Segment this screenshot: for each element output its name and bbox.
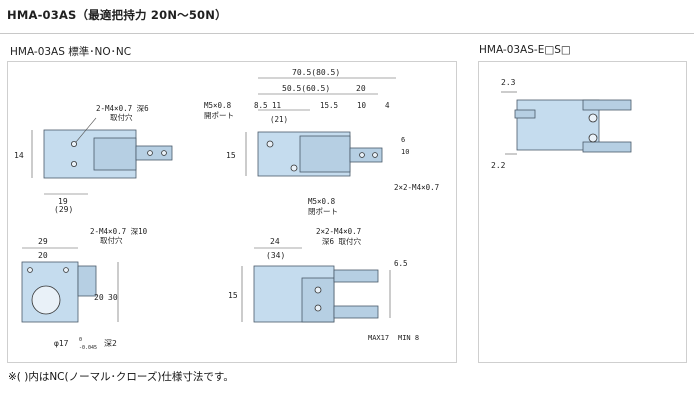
dim-10: 10: [357, 101, 367, 110]
dim-2-2: 2.2: [491, 161, 506, 170]
title-divider: [0, 33, 694, 34]
dim-21: (21): [270, 115, 288, 124]
mount-hole: [71, 161, 78, 168]
dim-total: 70.5(80.5): [292, 68, 340, 77]
dim-24: 24: [270, 237, 280, 246]
label-open-port: M5×0.8: [204, 101, 232, 110]
finger-hole: [147, 150, 153, 156]
dim-20: 20: [356, 84, 366, 93]
front-finger-upper: [333, 269, 379, 283]
dim-15b: 15: [228, 291, 238, 300]
standard-drawings: 14 19 (29) 2-M4×0.7 深6 取付穴 70.5(80.5) 50…: [14, 68, 439, 351]
label-open-sub: 開ポート: [204, 111, 234, 120]
e-option-drawing-panel: 2.3 2.2: [478, 61, 687, 363]
e-finger-lower: [582, 141, 632, 153]
dim-2-3: 2.3: [501, 78, 516, 87]
dim-10b: 10: [401, 148, 409, 156]
label-mount-port: 2-M4×0.7 深6: [96, 104, 149, 113]
e-switch: [514, 109, 536, 119]
view-top: 14 19 (29) 2-M4×0.7 深6 取付穴: [14, 104, 173, 214]
dim-20b: 20: [38, 251, 48, 260]
dim-6: 6: [401, 136, 405, 144]
label-front-screw: 2×2-M4×0.7: [316, 227, 361, 236]
open-port: [266, 140, 274, 148]
dim-8-5: 8.5: [254, 101, 268, 110]
dim-34: (34): [266, 251, 285, 260]
side-jaw: [299, 135, 351, 173]
mount-hole: [71, 141, 78, 148]
left-section-title: HMA-03AS 標準･NO･NC: [10, 46, 132, 58]
finger: [135, 145, 173, 161]
dim-19: 19: [58, 197, 68, 206]
boss: [31, 285, 61, 315]
dim-height: 14: [14, 151, 24, 160]
standard-drawing-panel: 14 19 (29) 2-M4×0.7 深6 取付穴 70.5(80.5) 50…: [7, 61, 457, 363]
label-boss: φ17: [54, 339, 69, 348]
dim-11: 11: [272, 101, 281, 110]
dim-15: 15: [226, 151, 236, 160]
dim-29: (29): [54, 205, 73, 214]
view-e-option: 2.3 2.2: [491, 78, 632, 170]
label-min: MIN 8: [398, 334, 419, 342]
view-front: 24 (34) 15 6.5 2×2-M4×0.7 深6 取付穴 MAX17 M…: [228, 227, 419, 342]
dim-29b: 29: [38, 237, 48, 246]
label-end-port: 2-M4×0.7 深10: [90, 227, 148, 236]
end-jaw: [77, 265, 97, 297]
label-close-port: M5×0.8: [308, 197, 336, 206]
dim-4: 4: [385, 101, 390, 110]
right-section-title: HMA-03AS-E□S□: [479, 44, 571, 56]
label-close-sub: 閉ポート: [308, 207, 338, 216]
label-end-sub: 取付穴: [100, 235, 123, 245]
dim-6-5: 6.5: [394, 259, 408, 268]
label-mount-sub: 取付穴: [110, 112, 133, 122]
dim-15-5: 15.5: [320, 101, 338, 110]
dim-mid: 50.5(60.5): [282, 84, 330, 93]
dim-30: 30: [108, 293, 118, 302]
label-front-sub: 深6 取付穴: [322, 236, 362, 246]
label-finger-screw: 2×2-M4×0.7: [394, 183, 439, 192]
finger-hole: [161, 150, 167, 156]
view-side: 70.5(80.5) 50.5(60.5) 20 8.5 11 (21) 15.…: [204, 68, 439, 216]
label-tol-bot: -0.045: [79, 345, 97, 351]
e-option-drawing: 2.3 2.2: [491, 78, 632, 170]
footnote: ※( )内はNC(ノーマル･クローズ)仕様寸法です。: [8, 371, 234, 383]
label-tol-top: 0: [79, 337, 82, 343]
side-finger: [349, 147, 383, 163]
jaw-block: [93, 137, 137, 171]
front-finger-lower: [333, 305, 379, 319]
e-finger-upper: [582, 99, 632, 111]
dim-20c: 20: [94, 293, 104, 302]
label-max: MAX17: [368, 334, 389, 342]
label-depth: 深2: [104, 339, 117, 348]
page-title: HMA-03AS（最適把持力 20N〜50N）: [7, 8, 227, 22]
front-jaw: [301, 277, 335, 323]
view-end: 29 20 30 20 2-M4×0.7 深10 取付穴 φ17 0 -0.04…: [21, 227, 148, 351]
close-port: [290, 164, 298, 172]
